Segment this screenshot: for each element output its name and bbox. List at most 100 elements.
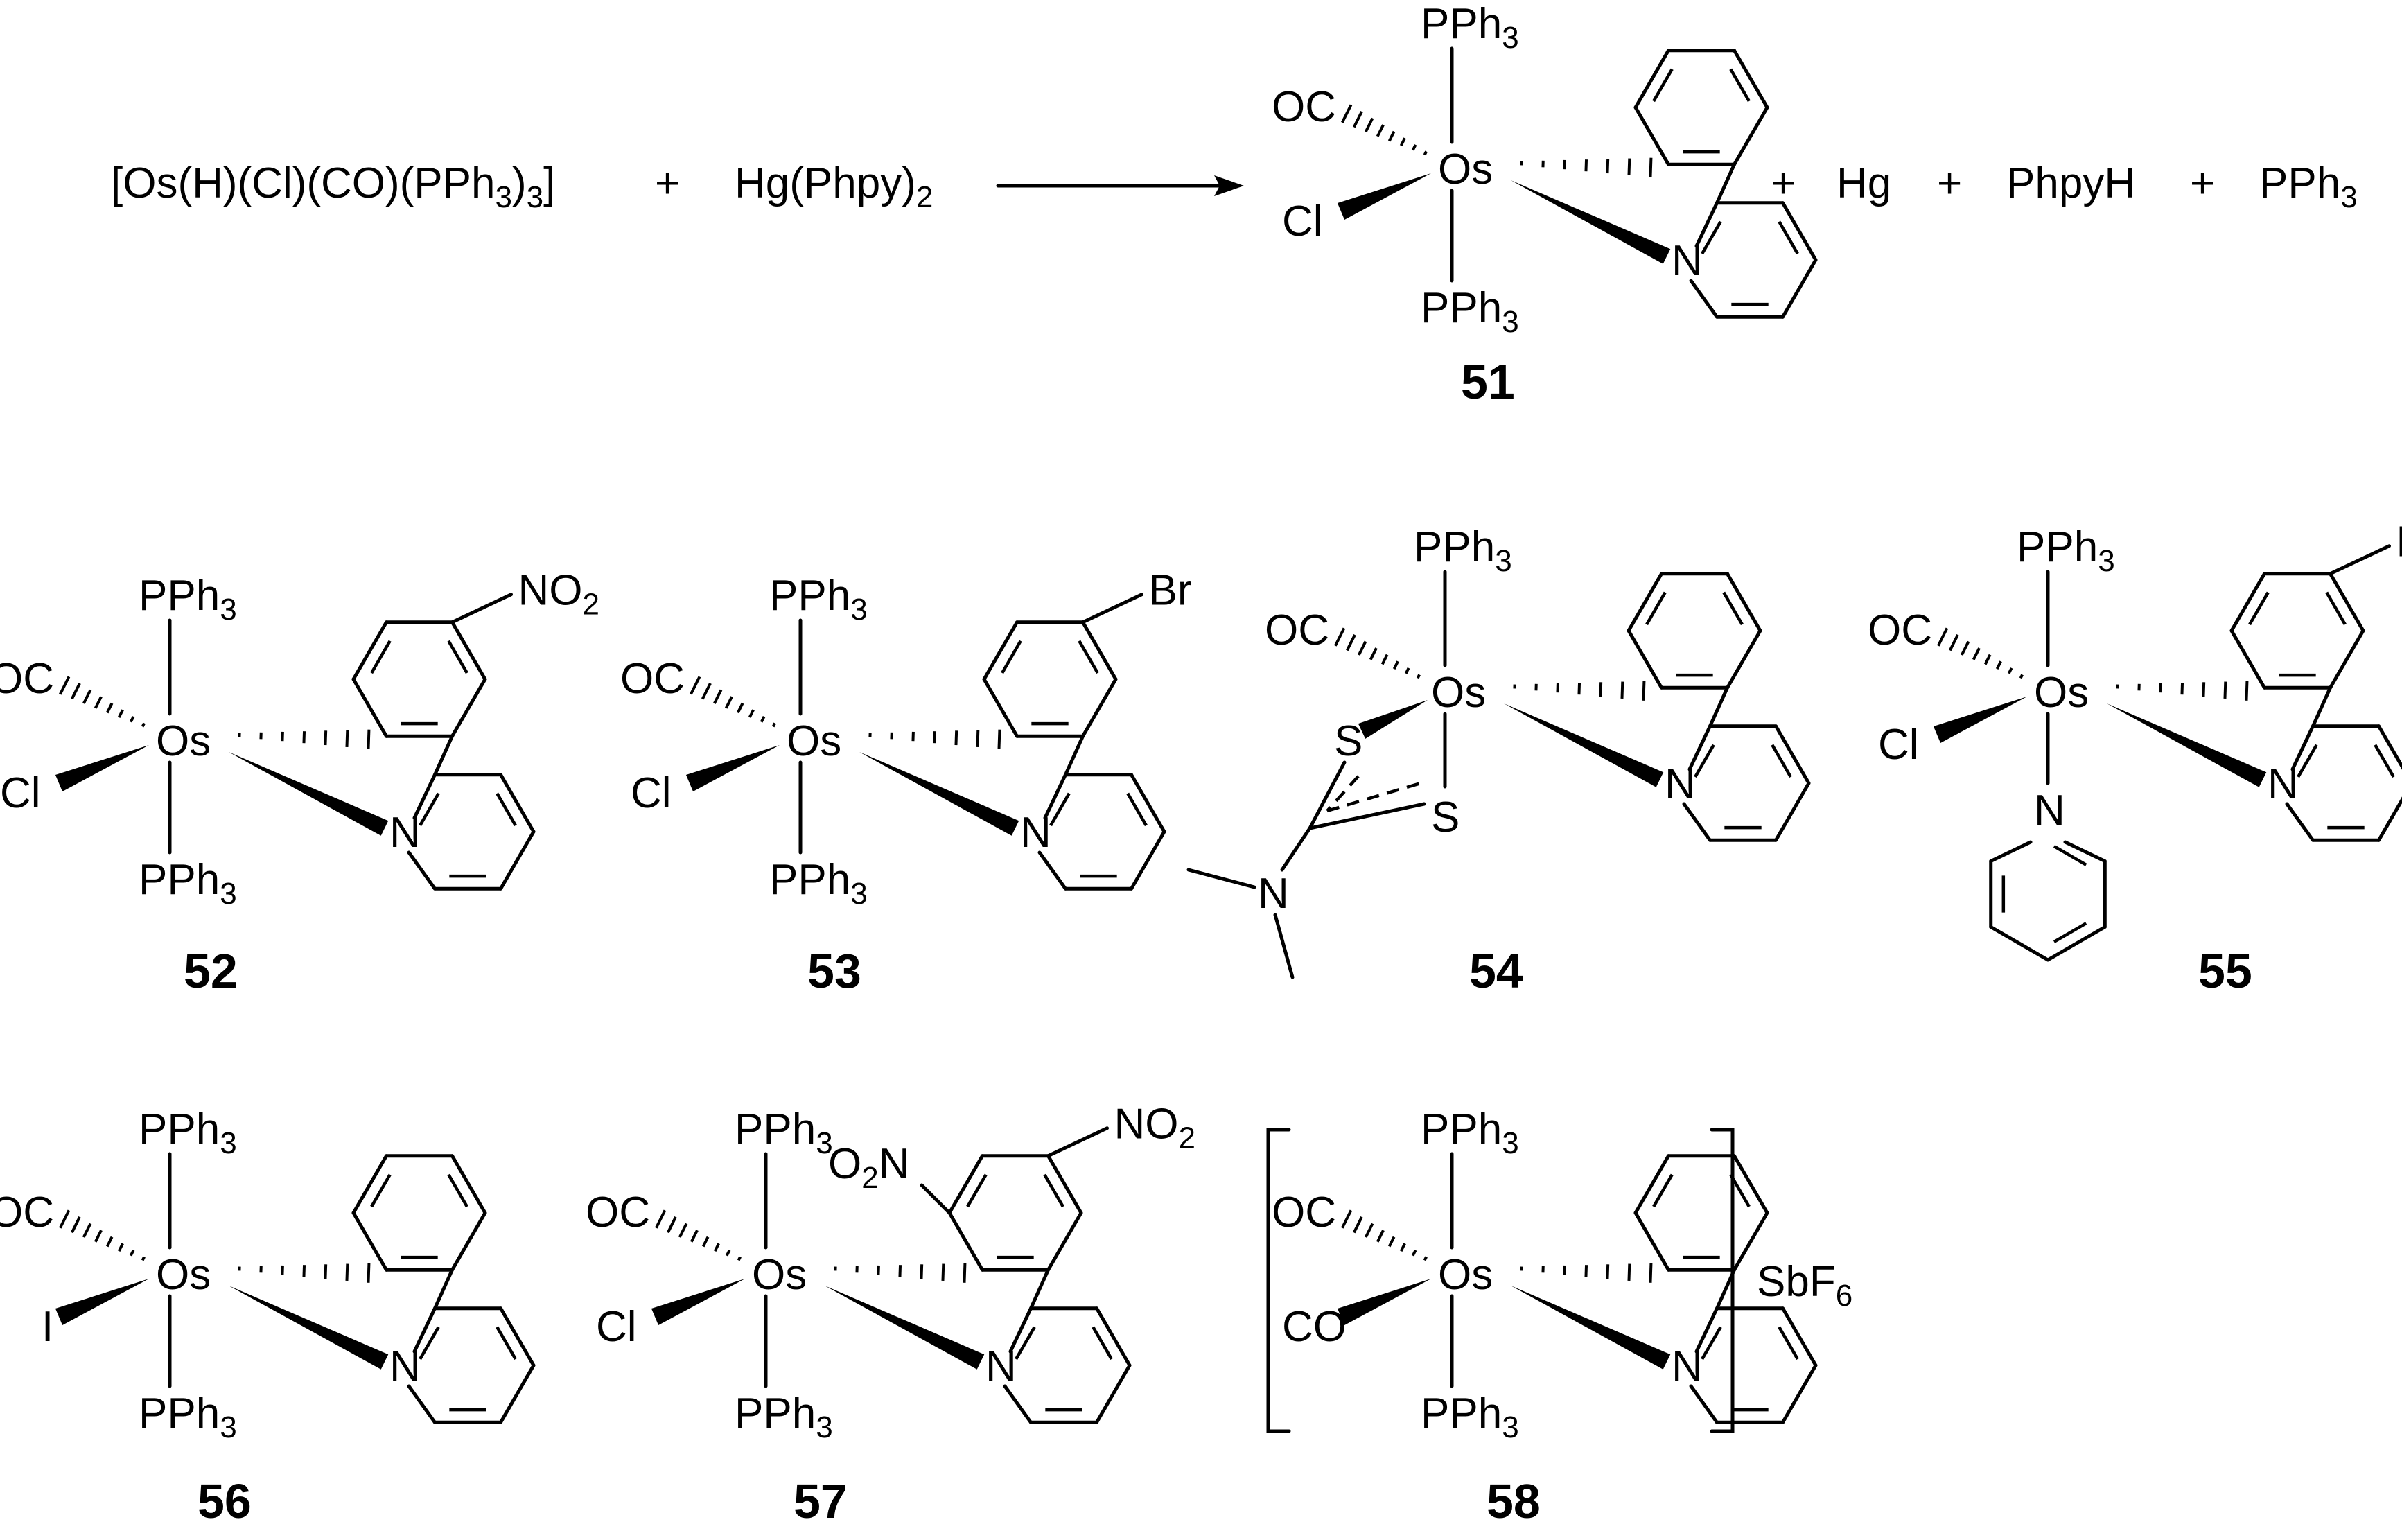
carbonyl-ligand: OC (620, 655, 685, 703)
hash-stroke (1364, 117, 1374, 132)
ring-bond (450, 1154, 487, 1215)
pph3-bottom: PPh3 (1421, 284, 1519, 339)
hash-stroke (1416, 674, 1421, 679)
ring-bond (1095, 1363, 1132, 1424)
hash-stroke (58, 1209, 71, 1229)
pph3-bottom: PPh3 (1421, 1390, 1519, 1444)
pph3-top: PPh3 (139, 572, 237, 627)
ring-bond (1008, 1306, 1033, 1354)
ring-inner-double-bond (2325, 591, 2347, 626)
ring-bond (1726, 572, 1762, 633)
ring-bond (1781, 1306, 1818, 1367)
hash-stroke (2019, 674, 2024, 679)
ring-bond (2063, 840, 2107, 863)
complex-55: OsPPh3OCClNBrN (1868, 518, 2402, 962)
hash-stroke (367, 729, 371, 749)
hash-stroke (1340, 104, 1353, 123)
hash-stroke (324, 730, 328, 746)
hash-stroke (1369, 647, 1378, 660)
hash-stroke (94, 696, 103, 709)
ring-bond (1689, 1384, 1719, 1424)
substituent-bond (1081, 593, 1143, 624)
ring-bond (1633, 1154, 1670, 1215)
wedge-bond-left (651, 1279, 745, 1325)
hash-stroke (1649, 157, 1653, 177)
ring-bond (1726, 629, 1762, 690)
hash-stroke (1352, 111, 1363, 128)
compound-number: 54 (1469, 944, 1523, 998)
hash-stroke (771, 722, 776, 728)
ring-bond (1130, 830, 1166, 891)
ring-inner-double-bond (1015, 1326, 1036, 1360)
ring-bond (1037, 850, 1067, 891)
ring-bond (1733, 105, 1769, 166)
hash-stroke (1423, 150, 1428, 156)
hash-stroke (1380, 654, 1389, 665)
ring-inner-double-bond (1652, 68, 1674, 103)
ring-bond (1694, 1306, 1719, 1354)
ring-bond (1989, 840, 2033, 863)
hash-stroke (690, 1230, 699, 1243)
hash-stroke (1599, 682, 1603, 697)
chloride-ligand: Cl (1878, 721, 1919, 769)
methyl-bond (1273, 913, 1295, 979)
sulfur-atom: S (1334, 717, 1362, 765)
cs-bond (1308, 802, 1426, 830)
hash-stroke (129, 715, 135, 723)
pyridine-nitrogen: N (2034, 787, 2065, 834)
pyridine-ring (1689, 201, 1818, 319)
byproduct-phpyh: PhpyH (2006, 159, 2135, 207)
hash-stroke (1399, 1243, 1406, 1252)
ring-inner-double-bond (1694, 744, 1715, 778)
ring-inner-double-bond (1729, 68, 1751, 103)
plus-sign: + (1771, 159, 1796, 207)
hash-stroke (666, 1216, 677, 1234)
hash-stroke (701, 1236, 710, 1248)
hash-stroke (933, 731, 937, 744)
biaryl-bond (433, 1268, 454, 1311)
hash-stroke (2245, 681, 2249, 701)
hash-stroke (82, 1223, 92, 1238)
ring-inner-double-bond (1092, 1326, 1113, 1360)
wedge-bond-left (1337, 173, 1431, 220)
carbonyl-ligand: OC (0, 1189, 54, 1236)
byproduct-hg: Hg (1836, 159, 1891, 207)
ring-bond (1989, 925, 2050, 962)
ring-bond (499, 1363, 536, 1424)
hash-stroke (724, 696, 733, 709)
pyridine-ring (407, 1306, 536, 1424)
hash-stroke (324, 1264, 328, 1279)
hash-stroke (737, 1256, 742, 1261)
hashed-bond-aryl (1520, 1263, 1653, 1283)
hashed-bond-co (58, 1209, 146, 1261)
hash-stroke (129, 1249, 135, 1257)
pph3-top: PPh3 (735, 1105, 833, 1160)
ring-inner-double-bond (419, 1326, 440, 1360)
hash-stroke (94, 1230, 103, 1243)
ring-bond (1733, 49, 1769, 110)
hash-stroke (1387, 1236, 1396, 1248)
ring-bond (407, 850, 437, 891)
chloride-ligand: Cl (0, 769, 41, 817)
hash-stroke (1642, 681, 1646, 701)
ring-inner-double-bond (966, 1173, 988, 1208)
hash-stroke (1411, 1249, 1417, 1257)
ring-inner-double-bond (370, 1173, 392, 1208)
hashed-bond-co (1340, 104, 1428, 156)
hash-stroke (1948, 634, 1959, 651)
hash-stroke (748, 709, 755, 719)
hash-stroke (2202, 682, 2206, 697)
hash-stroke (689, 676, 701, 695)
ring-bond (2290, 724, 2315, 771)
hash-stroke (105, 702, 114, 714)
ring-bond (1633, 105, 1670, 166)
wedge-bond-left (1933, 697, 2027, 743)
phenyl-ring (1633, 1154, 1769, 1272)
substituent-bond (920, 1183, 952, 1215)
phenyl-ring (947, 1154, 1083, 1272)
hash-stroke (1333, 627, 1346, 647)
hash-stroke (1357, 640, 1367, 656)
